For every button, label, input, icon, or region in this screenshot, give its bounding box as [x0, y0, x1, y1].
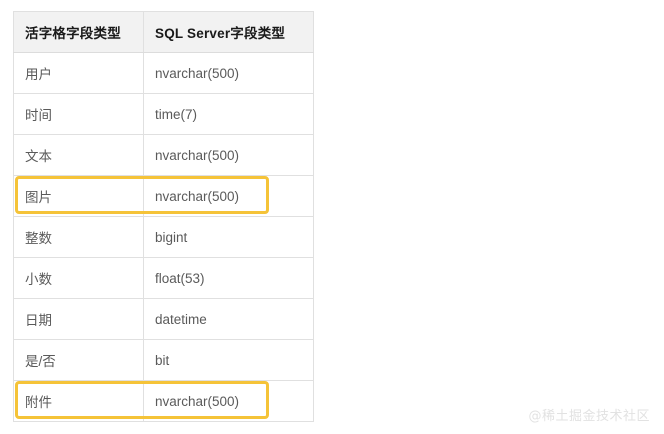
column-header-sql-type: SQL Server字段类型	[143, 11, 314, 53]
cell-source-type-label: 附件	[25, 395, 52, 410]
table-row: 时间 time(7)	[13, 93, 314, 135]
field-type-mapping-table: 活字格字段类型 SQL Server字段类型 用户 nvarchar(500) 时间…	[13, 11, 314, 422]
cell-sql-type-label: time(7)	[155, 106, 198, 122]
table-header-row: 活字格字段类型 SQL Server字段类型	[13, 11, 314, 53]
cell-source-type: 图片	[13, 175, 270, 217]
cell-source-type: 用户	[13, 52, 144, 94]
cell-sql-type-label: bigint	[155, 229, 188, 245]
cell-sql-type-label: nvarchar(500)	[155, 65, 240, 81]
cell-source-type: 附件	[13, 380, 270, 422]
cell-sql-type: time(7)	[143, 93, 314, 135]
table-row: 图片 nvarchar(500)	[13, 175, 314, 217]
cell-source-type: 小数	[13, 257, 144, 299]
table-header: 活字格字段类型 SQL Server字段类型	[13, 11, 314, 53]
cell-sql-type: datetime	[143, 298, 314, 340]
cell-sql-type: bit	[143, 339, 314, 381]
cell-source-type: 日期	[13, 298, 144, 340]
cell-sql-type-label: nvarchar(500)	[155, 188, 240, 204]
watermark: @稀土掘金技术社区	[528, 409, 650, 424]
table-row: 日期 datetime	[13, 298, 314, 340]
table-row: 附件 nvarchar(500)	[13, 380, 314, 422]
table-row: 是/否 bit	[13, 339, 314, 381]
cell-sql-type-label: nvarchar(500)	[155, 393, 240, 409]
cell-source-type-label: 文本	[25, 149, 52, 164]
cell-sql-type: float(53)	[143, 257, 314, 299]
cell-sql-type: nvarchar(500)	[143, 134, 314, 176]
cell-source-type-label: 日期	[25, 313, 52, 328]
cell-source-type-label: 图片	[25, 190, 52, 205]
cell-source-type-label: 用户	[25, 67, 52, 82]
cell-sql-type: nvarchar(500)	[143, 175, 314, 217]
cell-sql-type-label: datetime	[155, 311, 207, 327]
cell-source-type-label: 整数	[25, 231, 52, 246]
cell-source-type: 文本	[13, 134, 144, 176]
cell-sql-type-label: nvarchar(500)	[155, 147, 240, 163]
cell-sql-type-label: bit	[155, 352, 170, 368]
table-row: 用户 nvarchar(500)	[13, 52, 314, 94]
cell-source-type: 是/否	[13, 339, 144, 381]
cell-sql-type: bigint	[143, 216, 314, 258]
cell-sql-type-label: float(53)	[155, 270, 205, 286]
table-row: 文本 nvarchar(500)	[13, 134, 314, 176]
column-header-source-type: 活字格字段类型	[13, 11, 144, 53]
table-row: 整数 bigint	[13, 216, 314, 258]
table-row: 小数 float(53)	[13, 257, 314, 299]
cell-source-type-label: 小数	[25, 272, 52, 287]
cell-source-type-label: 时间	[25, 108, 52, 123]
cell-sql-type: nvarchar(500)	[143, 52, 314, 94]
cell-source-type: 整数	[13, 216, 144, 258]
cell-sql-type: nvarchar(500)	[143, 380, 314, 422]
cell-source-type: 时间	[13, 93, 144, 135]
cell-source-type-label: 是/否	[25, 354, 56, 369]
